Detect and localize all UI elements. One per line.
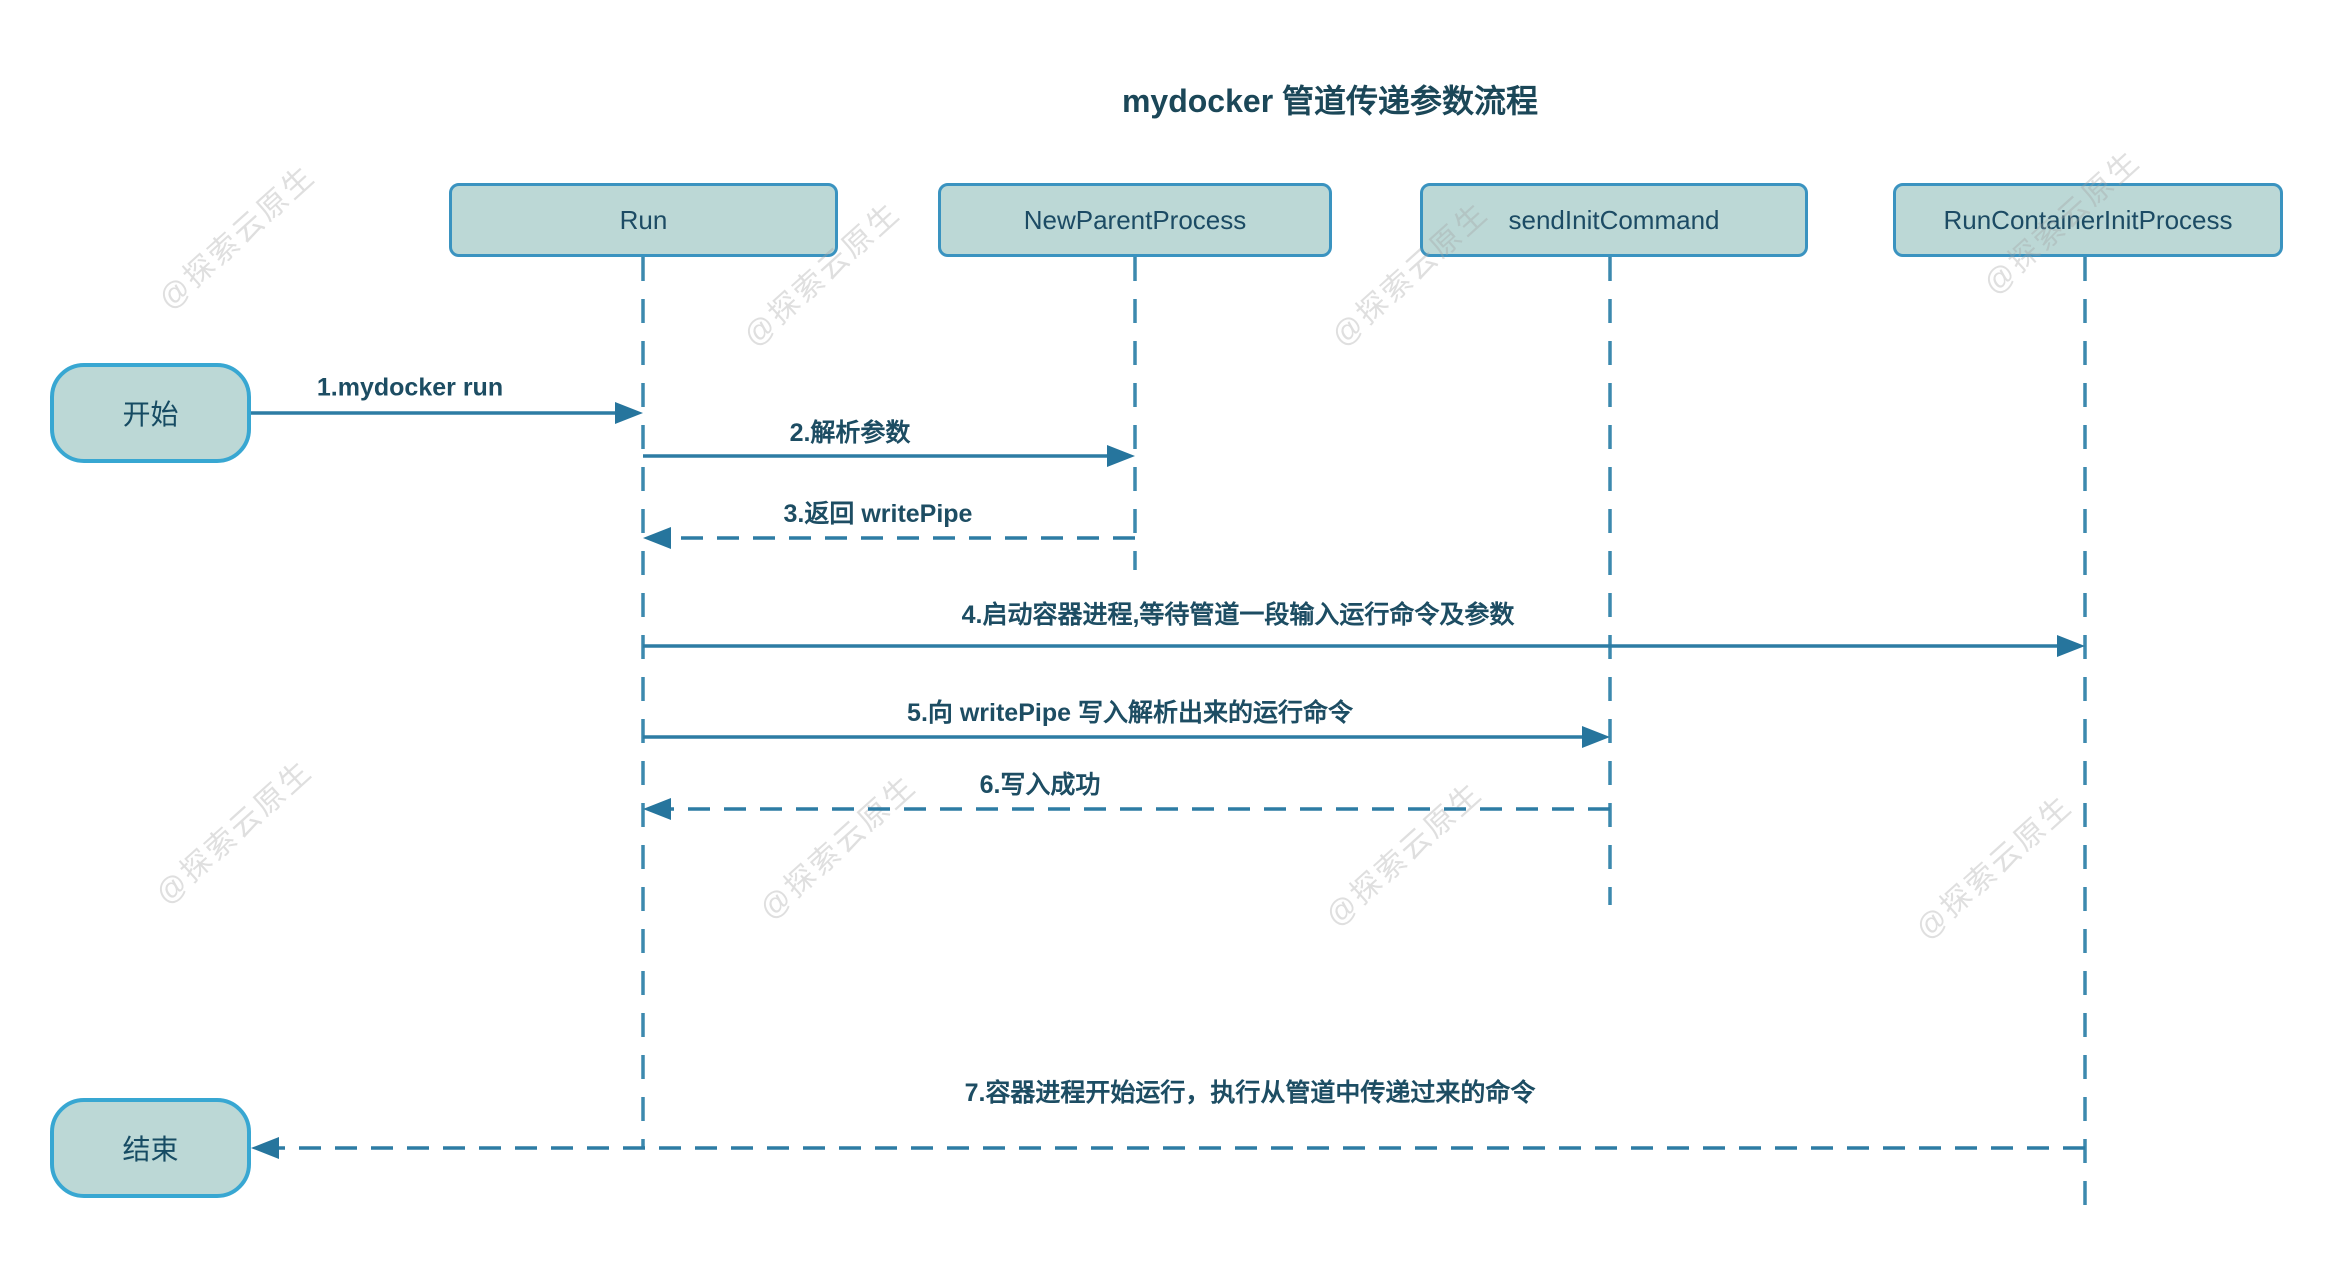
message-5-arrowhead-icon [1582, 726, 1610, 748]
participant-label: RunContainerInitProcess [1943, 204, 2233, 235]
message-6-arrowhead-icon [643, 798, 671, 820]
diagram-title: mydocker 管道传递参数流程 [1121, 83, 1539, 119]
message-3-label: 3.返回 writePipe [783, 500, 973, 528]
participant-sendinitcommand: sendInitCommand [1420, 183, 1808, 257]
end-node: 结束 [50, 1098, 251, 1198]
participant-run: Run [449, 183, 838, 257]
message-2-arrowhead-icon [1107, 445, 1135, 467]
participant-runcontainerinitprocess: RunContainerInitProcess [1893, 183, 2283, 257]
message-1-arrowhead-icon [615, 402, 643, 424]
participant-newparentprocess: NewParentProcess [938, 183, 1332, 257]
message-4-label: 4.启动容器进程,等待管道一段输入运行命令及参数 [961, 601, 1515, 629]
end-node-label: 结束 [122, 1134, 179, 1165]
message-6-label: 6.写入成功 [979, 771, 1101, 799]
message-7-arrowhead-icon [251, 1137, 279, 1159]
start-node-label: 开始 [122, 399, 179, 430]
participant-label: Run [619, 204, 668, 235]
message-3-arrowhead-icon [643, 527, 671, 549]
message-5-label: 5.向 writePipe 写入解析出来的运行命令 [907, 699, 1353, 727]
message-7-label: 7.容器进程开始运行，执行从管道中传递过来的命令 [964, 1079, 1536, 1107]
message-4-arrowhead-icon [2057, 635, 2085, 657]
participant-label: NewParentProcess [1023, 204, 1247, 235]
message-2-label: 2.解析参数 [789, 419, 911, 447]
message-1-label: 1.mydocker run [316, 373, 504, 402]
start-node: 开始 [50, 363, 251, 463]
participant-label: sendInitCommand [1508, 204, 1720, 235]
